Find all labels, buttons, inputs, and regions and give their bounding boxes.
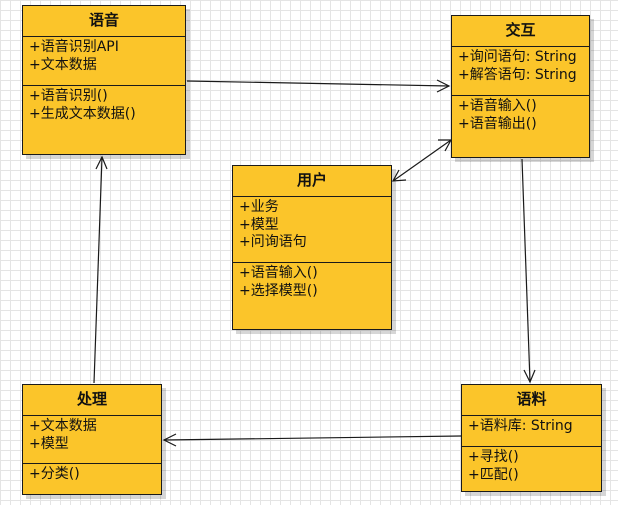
class-title: 语料 [462,385,601,416]
attribute: +语料库: String [468,418,573,434]
arrow-interaction-to-corpus [521,158,531,383]
method: +语音输入() [458,98,537,114]
method: +语音识别() [29,88,108,104]
arrow-interaction-user [392,139,452,182]
method: +语音输出() [458,115,537,132]
methods-section: +语音输入() +选择模型() [233,263,391,304]
arrowhead [391,169,407,182]
attributes-section: +询问语句: String +解答语句: String [452,47,589,96]
method: +语音输入() [239,265,318,281]
class-title: 用户 [233,166,391,197]
methods-section: +分类() [23,464,161,488]
attributes-section: +语料库: String [462,416,601,447]
methods-section: +寻找() +匹配() [462,447,601,488]
method: +生成文本数据() [29,105,136,122]
arrow-corpus-to-process [163,435,462,441]
methods-section: +语音输入() +语音输出() [452,96,589,137]
arrowhead [436,79,451,93]
method: +选择模型() [239,282,318,299]
attribute: +文本数据 [29,418,97,434]
class-voice[interactable]: 语音 +语音识别API +文本数据 +语音识别() +生成文本数据() [22,5,186,155]
arrow-process-to-voice [93,156,103,384]
method: +匹配() [468,466,519,483]
class-title: 语音 [23,6,185,37]
attribute: +文本数据 [29,56,97,73]
class-user[interactable]: 用户 +业务 +模型 +问询语句 +语音输入() +选择模型() [232,165,392,330]
class-corpus[interactable]: 语料 +语料库: String +寻找() +匹配() [461,384,602,492]
attribute: +业务 [239,199,279,215]
arrowhead [523,369,536,384]
attributes-section: +业务 +模型 +问询语句 [233,197,391,263]
arrowhead [438,139,453,152]
arrow-voice-to-interaction [186,80,450,87]
attribute: +语音识别API [29,39,119,55]
class-process[interactable]: 处理 +文本数据 +模型 +分类() [22,384,162,495]
methods-section: +语音识别() +生成文本数据() [23,86,185,127]
attribute: +询问语句: String [458,49,577,65]
arrowhead [162,433,177,447]
arrowhead [95,155,108,170]
attributes-section: +文本数据 +模型 [23,416,161,464]
class-title: 处理 [23,385,161,416]
class-interaction[interactable]: 交互 +询问语句: String +解答语句: String +语音输入() +… [451,15,590,158]
attribute: +问询语句 [239,234,307,250]
attribute: +模型 [239,216,279,233]
method: +寻找() [468,449,519,465]
attributes-section: +语音识别API +文本数据 [23,37,185,86]
attribute: +解答语句: String [458,66,577,83]
attribute: +模型 [29,435,69,452]
class-title: 交互 [452,16,589,47]
method: +分类() [29,466,80,482]
